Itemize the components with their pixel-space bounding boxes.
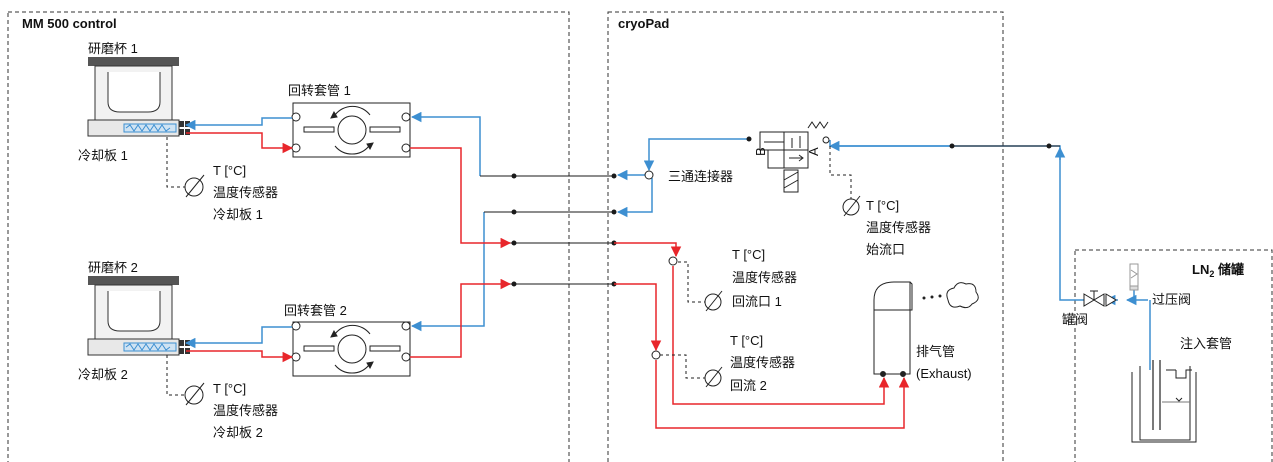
sensor-plate1-text: T [°C] 温度传感器 冷却板 1	[213, 163, 278, 222]
ln2-dewar	[1131, 360, 1197, 443]
jar2-label: 研磨杯 2	[88, 260, 138, 275]
svg-text:温度传感器: 温度传感器	[213, 403, 278, 418]
grinding-jar-1	[87, 57, 190, 137]
svg-text:T [°C]: T [°C]	[730, 333, 763, 348]
fill-sleeve-label: 注入套管	[1180, 336, 1232, 351]
svg-text:回流 2: 回流 2	[730, 378, 767, 393]
relief-valve	[1129, 263, 1139, 291]
tee-connector	[644, 170, 654, 180]
sensor-leads	[166, 137, 852, 396]
valve-port	[822, 136, 830, 144]
exhaust-label: 排气管	[916, 344, 955, 359]
red-return-lines	[186, 132, 910, 429]
rotary-sleeve-1	[291, 102, 411, 158]
svg-text:冷却板 1: 冷却板 1	[213, 207, 263, 222]
ln2-title: LN2 储罐	[1192, 262, 1244, 279]
svg-text:T [°C]: T [°C]	[732, 247, 765, 262]
sensor-return2-text: T [°C] 温度传感器 回流 2	[730, 333, 795, 393]
tank-valve-label: 罐阀	[1062, 312, 1088, 327]
tee-label: 三通连接器	[668, 169, 733, 184]
exhaust-pipe	[873, 281, 913, 377]
jar1-label: 研磨杯 1	[88, 41, 138, 56]
svg-text:始流口: 始流口	[866, 242, 905, 257]
relief-valve-label: 过压阀	[1152, 292, 1191, 307]
junction-dots	[511, 136, 1052, 287]
tank-valve	[1083, 290, 1117, 307]
sensor-inlet-text: T [°C] 温度传感器 始流口	[866, 198, 931, 257]
svg-text:温度传感器: 温度传感器	[213, 185, 278, 200]
svg-text:冷却板 2: 冷却板 2	[213, 425, 263, 440]
sleeve2-label: 回转套管 2	[284, 303, 347, 318]
black-lines	[461, 145, 1060, 285]
return2-node	[651, 350, 661, 360]
cryopad-title: cryoPad	[618, 16, 669, 31]
sensor-plate2-text: T [°C] 温度传感器 冷却板 2	[213, 381, 278, 440]
svg-text:回流口 1: 回流口 1	[732, 294, 782, 309]
rotary-sleeve-2	[291, 321, 411, 377]
exhaust-en-label: (Exhaust)	[916, 366, 972, 381]
solenoid-valve	[759, 121, 829, 193]
sensor-return1-text: T [°C] 温度传感器 回流口 1	[732, 247, 797, 309]
svg-text:温度传感器: 温度传感器	[866, 220, 931, 235]
valve-a-label: A	[806, 147, 821, 156]
svg-text:温度传感器: 温度传感器	[732, 270, 797, 285]
region-frames	[7, 11, 1273, 462]
svg-text:T [°C]: T [°C]	[866, 198, 899, 213]
plate1-label: 冷却板 1	[78, 148, 128, 163]
sensor-gauges	[184, 174, 861, 406]
sleeve1-label: 回转套管 1	[288, 83, 351, 98]
grinding-jar-2	[87, 276, 190, 356]
valve-b-label: B	[753, 147, 768, 156]
svg-text:T [°C]: T [°C]	[213, 163, 246, 178]
mm500-title: MM 500 control	[22, 16, 117, 31]
return1-node	[668, 256, 678, 266]
plate2-label: 冷却板 2	[78, 367, 128, 382]
svg-text:T [°C]: T [°C]	[213, 381, 246, 396]
exhaust-cloud-icon	[922, 282, 979, 309]
svg-text:温度传感器: 温度传感器	[730, 355, 795, 370]
